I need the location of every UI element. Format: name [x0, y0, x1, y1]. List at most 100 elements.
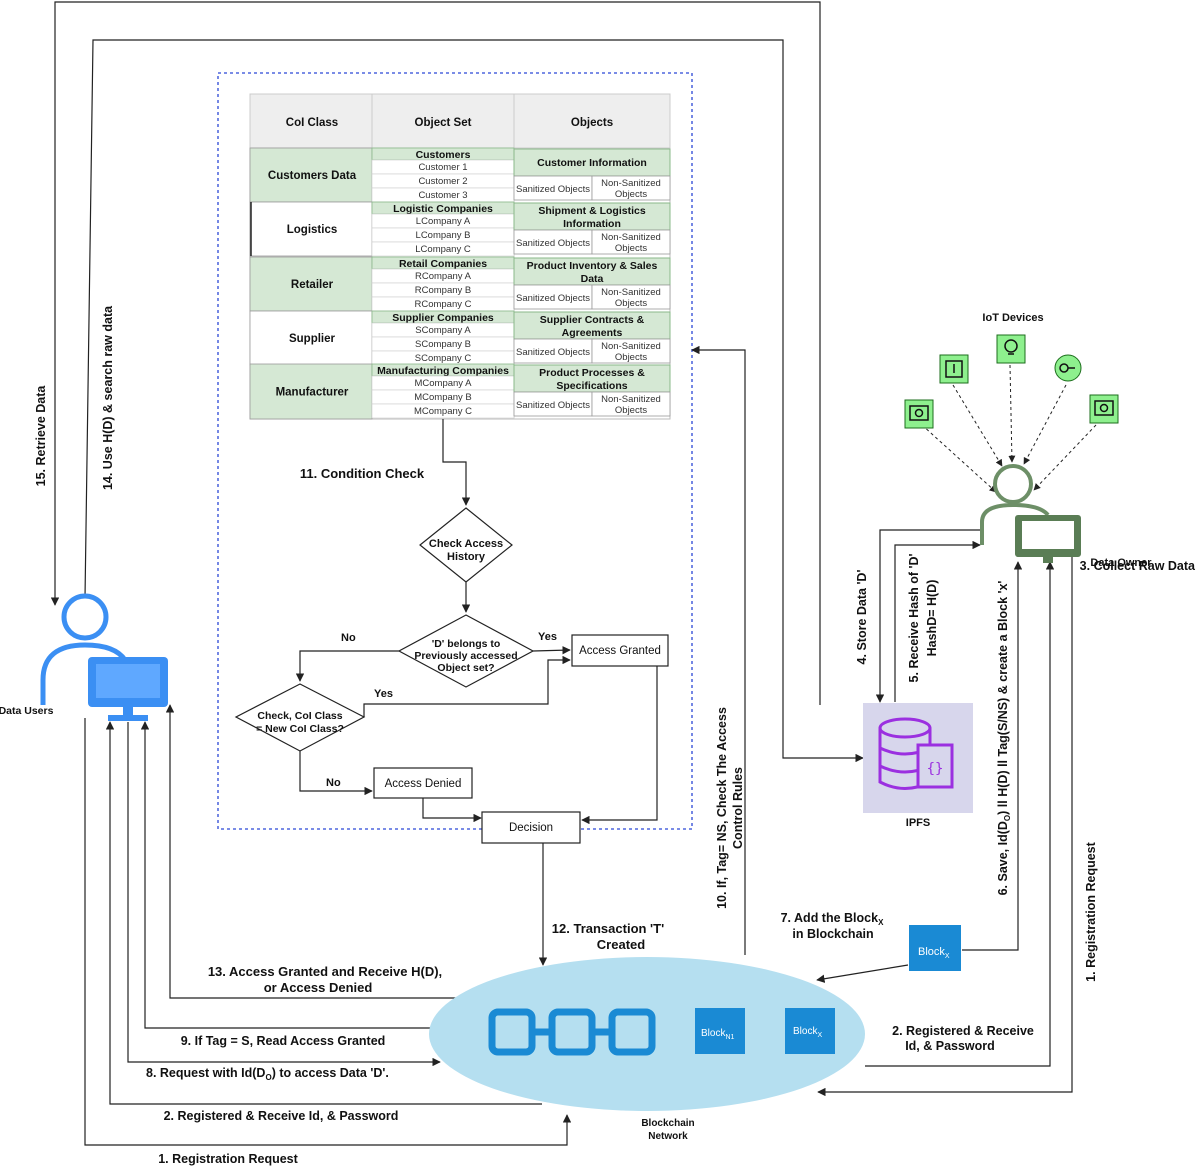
object-set-member: RCompany C	[414, 299, 471, 310]
step-15: 15. Retrieve Data	[34, 385, 48, 487]
object-set-member: RCompany A	[415, 271, 472, 282]
header-coi-class: CoI Class	[286, 117, 338, 129]
objects-cell-line2: Data	[581, 273, 604, 285]
thermometer-device-icon	[939, 354, 969, 384]
object-set-member: MCompany C	[414, 406, 472, 417]
blockchain-label-2: Network	[648, 1131, 688, 1142]
non-sanitized-line2: Objects	[615, 405, 647, 416]
objects-cell-line1: Product Processes &	[539, 367, 645, 379]
block-x-icon: BlockX	[785, 1008, 835, 1054]
objects-cell: Customer Information	[537, 157, 647, 169]
lightbulb-device-icon	[996, 334, 1026, 364]
step-12-line1: 12. Transaction 'T'	[552, 921, 664, 936]
coi-class-cell: Customers Data	[268, 170, 357, 182]
camera-device-icon-2	[1089, 394, 1119, 424]
step-5-line1: 5. Receive Hash of 'D'	[907, 554, 921, 683]
step-9: 9. If Tag = S, Read Access Granted	[181, 1034, 386, 1048]
step-14: 14. Use H(D) & search raw data	[101, 305, 115, 490]
belongs-line2: Previously accessed	[414, 650, 517, 662]
objects-cell-line1: Product Inventory & Sales	[527, 260, 658, 272]
objects-cell-line1: Shipment & Logistics	[538, 205, 646, 217]
non-sanitized-line2: Objects	[615, 298, 647, 309]
flowchart	[234, 419, 669, 966]
data-owner-icon	[980, 464, 1081, 563]
non-sanitized-line2: Objects	[615, 352, 647, 363]
objects-cell-line1: Supplier Contracts &	[540, 314, 645, 326]
data-owner-label: Data Owner	[1090, 557, 1152, 569]
object-set-cell: Supplier Companies	[392, 312, 494, 324]
non-sanitized-line1: Non-Sanitized	[601, 178, 661, 189]
blockchain-label-1: Blockchain	[641, 1118, 694, 1129]
coi-class-cell: Logistics	[287, 224, 337, 236]
coi-table: CoI Class Object Set Objects Customers D…	[249, 93, 671, 420]
step-6: 6. Save, Id(DO) ll H(D) ll Tag(S/NS) & c…	[996, 581, 1012, 896]
block-x-new-icon: BlockX	[909, 925, 961, 971]
coi-class-cell: Supplier	[289, 333, 336, 345]
key-device-icon	[1054, 354, 1082, 382]
iot-devices-label: IoT Devices	[982, 312, 1043, 324]
block-x-new-label: BlockX	[918, 946, 950, 960]
step-5-line2: HashD= H(D)	[925, 580, 939, 657]
header-objects: Objects	[571, 117, 613, 129]
object-set-cell: Logistic Companies	[393, 203, 493, 215]
coi-check-line1: Check, CoI Class	[257, 710, 342, 722]
label-no-1: No	[341, 632, 356, 644]
object-set-member: Customer 3	[418, 190, 467, 201]
header-object-set: Object Set	[415, 117, 472, 129]
step-2-bottom: 2. Registered & Receive Id, & Password	[164, 1109, 399, 1123]
iot-connectors	[921, 364, 1097, 493]
object-set-member: Customer 2	[418, 176, 467, 187]
non-sanitized-line1: Non-Sanitized	[601, 341, 661, 352]
coi-class-cell: Manufacturer	[276, 387, 349, 399]
object-set-member: SCompany B	[415, 339, 471, 350]
sanitized-objects-cell: Sanitized Objects	[516, 400, 590, 411]
block-n1-label: BlockN1	[701, 1028, 735, 1041]
label-yes-2: Yes	[374, 688, 393, 700]
object-set-member: Customer 1	[418, 162, 467, 173]
data-users-icon	[40, 593, 168, 721]
sanitized-objects-cell: Sanitized Objects	[516, 184, 590, 195]
check-history-line2: History	[447, 551, 486, 563]
step-8: 8. Request with Id(DO) to access Data 'D…	[146, 1066, 389, 1082]
objects-cell-line2: Agreements	[562, 327, 623, 339]
object-set-member: MCompany B	[414, 392, 472, 403]
step-13-line1: 13. Access Granted and Receive H(D),	[208, 964, 442, 979]
step-1-bottom: 1. Registration Request	[158, 1152, 298, 1166]
object-set-member: MCompany A	[414, 378, 472, 389]
ipfs-label: IPFS	[906, 817, 930, 829]
belongs-line1: 'D' belongs to	[432, 638, 501, 650]
non-sanitized-line1: Non-Sanitized	[601, 287, 661, 298]
condition-check-label: 11. Condition Check	[300, 466, 425, 481]
label-no-2: No	[326, 777, 341, 789]
coi-check-line2: = New CoI Class?	[256, 723, 344, 735]
block-x-label: BlockX	[793, 1026, 822, 1039]
object-set-cell: Manufacturing Companies	[377, 365, 509, 377]
sanitized-objects-cell: Sanitized Objects	[516, 293, 590, 304]
access-granted-box: Access Granted	[579, 645, 661, 657]
object-set-cell: Customers	[416, 149, 471, 161]
label-yes-1: Yes	[538, 631, 557, 643]
camera-device-icon	[904, 399, 934, 429]
blockchain-network-ellipse	[429, 957, 865, 1111]
step-10-line2: Control Rules	[731, 767, 745, 849]
sanitized-objects-cell: Sanitized Objects	[516, 347, 590, 358]
access-denied-box: Access Denied	[385, 778, 462, 790]
object-set-member: LCompany B	[416, 230, 471, 241]
object-set-member: LCompany A	[416, 216, 471, 227]
step-3: 3. Collect Raw Data	[1080, 559, 1196, 573]
decision-box: Decision	[509, 822, 553, 834]
step-2-right-line2: Id, & Password	[905, 1039, 995, 1053]
object-set-member: RCompany B	[415, 285, 472, 296]
step-4: 4. Store Data 'D'	[855, 570, 869, 665]
object-set-member: SCompany C	[415, 353, 472, 364]
step-1-right: 1. Registration Request	[1084, 841, 1098, 981]
coi-class-cell: Retailer	[291, 279, 334, 291]
non-sanitized-line2: Objects	[615, 243, 647, 254]
step-7-line2: in Blockchain	[792, 927, 873, 941]
object-set-member: SCompany A	[415, 325, 471, 336]
step-13-line2: or Access Denied	[264, 980, 373, 995]
sanitized-objects-cell: Sanitized Objects	[516, 238, 590, 249]
